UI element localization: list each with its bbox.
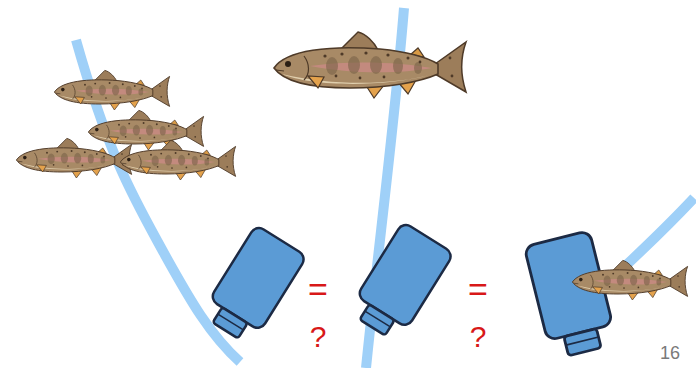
question-mark: ? xyxy=(458,322,498,352)
question-mark: ? xyxy=(298,322,338,352)
page-number: 16 xyxy=(650,344,690,362)
equals-sign: = xyxy=(298,272,338,306)
equals-sign: = xyxy=(458,272,498,306)
